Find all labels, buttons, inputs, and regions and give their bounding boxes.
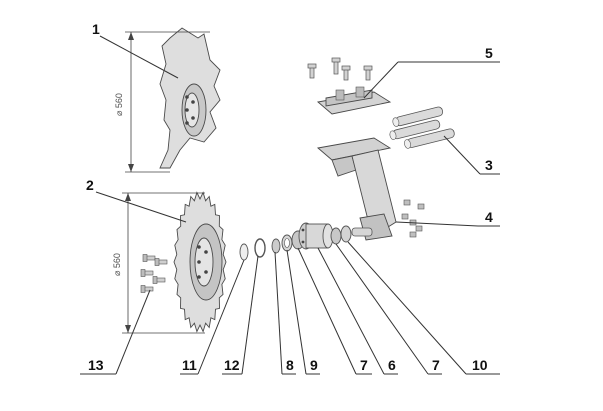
clamp-plate-part-5: [307, 57, 392, 115]
callout-12: 12: [224, 357, 240, 373]
dimension-label-top: ⌀ 560: [114, 93, 124, 116]
callout-1: 1: [92, 21, 100, 37]
bearing-part-7-right: [330, 227, 342, 245]
callout-3: 3: [485, 157, 493, 173]
dimension-bottom-disc: ⌀ 560: [112, 192, 205, 334]
callout-labels: 1 2 3 4 5 13 11 12 8 9 7 6 7 10: [86, 21, 493, 373]
toothed-disc-part-2: [173, 191, 227, 333]
callout-8: 8: [286, 357, 294, 373]
notched-disc-part-1: [159, 27, 221, 169]
leader-lines: [80, 35, 500, 375]
ring-part-12: [254, 238, 266, 258]
washer-part-11: [239, 243, 249, 261]
callout-4: 4: [485, 209, 493, 225]
seal-part-8: [271, 238, 281, 254]
bolts-part-13: [140, 254, 168, 293]
arm-bracket-part-4: [316, 137, 425, 241]
callout-5: 5: [485, 45, 493, 61]
cylinders-part-3: [389, 106, 455, 149]
nut-part-10: [340, 225, 352, 243]
callout-13: 13: [88, 357, 104, 373]
dimension-label-bottom: ⌀ 560: [112, 253, 122, 276]
hub-assembly: [239, 222, 352, 261]
callout-11: 11: [182, 357, 197, 373]
callout-9: 9: [310, 357, 318, 373]
callout-7-left: 7: [360, 357, 368, 373]
hub-body-part-6: [298, 222, 334, 250]
callout-2: 2: [86, 177, 94, 193]
callout-10: 10: [472, 357, 488, 373]
callout-6: 6: [388, 357, 396, 373]
callout-7-right: 7: [432, 357, 440, 373]
dimension-top-disc: ⌀ 560: [114, 31, 210, 173]
